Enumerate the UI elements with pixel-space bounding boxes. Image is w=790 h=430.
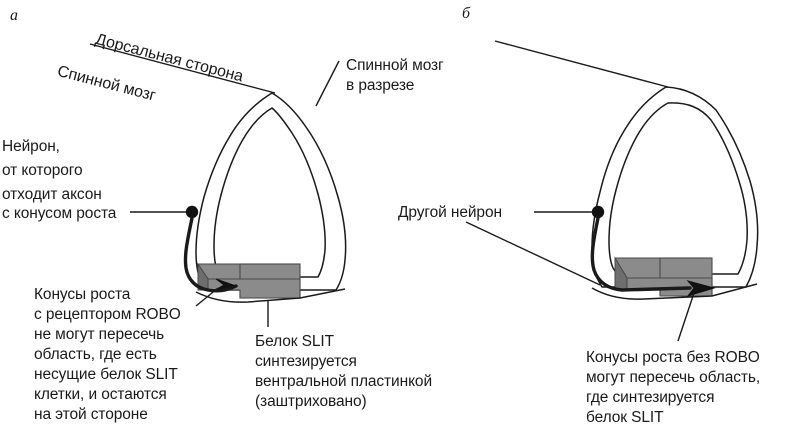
label-neuron-line4: с конусом роста [2,205,117,222]
label-growth-cone-line1: Конусы роста [34,286,131,303]
label-neuron-line1: Нейрон, [2,138,60,155]
growth-cone-leader-line [195,287,219,307]
label-growth-cone-line3: не могут пересечь [34,326,165,343]
label-spinal-cord-section-line2: в разрезе [346,77,415,94]
panel-b-spinal-cord-ventral-floor [591,283,758,300]
spinal-cord-inner-contour [213,107,326,278]
label-growth-cone-line5: несущие белок SLIT [34,366,178,383]
label-slit-line1: Белок SLIT [255,333,334,350]
dorsal-side-leader-line [89,43,276,94]
label-growth-cone-line7: на этой стороне [34,406,148,423]
label-slit-line4: (заштриховано) [255,393,367,410]
label-spinal-cord-section-line1: Спинной мозг [346,57,444,74]
neuron-soma [185,205,199,219]
panel-b-axon-path [590,216,692,292]
panel-letter-b: б [462,5,470,22]
panel-b-growth-cone-arrowhead [686,280,716,297]
panel-letter-a: а [10,7,18,24]
label-crossing-line4: белок SLIT [586,409,664,426]
label-crossing-line3: где синтезируется [586,389,715,406]
panel-a-illustration [89,43,347,327]
label-crossing-line2: могут пересечь область, [586,369,761,386]
panel-b-dorsal-leader-line [494,40,669,88]
label-slit-line2: синтезируется [255,353,357,370]
label-neuron-line2: от которого [2,162,83,179]
label-other-neuron: Другой нейрон [398,204,502,221]
label-neuron-line3: отходит аксон [2,186,102,203]
label-growth-cone-line4: область, где есть [34,346,157,363]
panel-b-spinal-cord-inner-contour [608,102,748,275]
spinal-cord-section-leader-line [315,60,340,107]
spinal-cord-ventral-floor [195,288,346,303]
label-growth-cone-line6: клетки, и остаются [34,386,167,403]
growth-cone-arrowhead [214,278,238,291]
label-slit-line3: вентральной пластинкой [255,373,433,390]
crossing-growth-cone-leader-line [677,292,695,342]
panel-b-illustration [465,40,759,342]
axon-path [183,216,238,293]
panel-b-neuron-soma [591,205,605,219]
label-growth-cone-line2: с рецептором ROBO [34,306,181,323]
panel-b-tissue-edge-line [465,221,601,286]
label-crossing-line1: Конусы роста без ROBO [586,349,760,366]
